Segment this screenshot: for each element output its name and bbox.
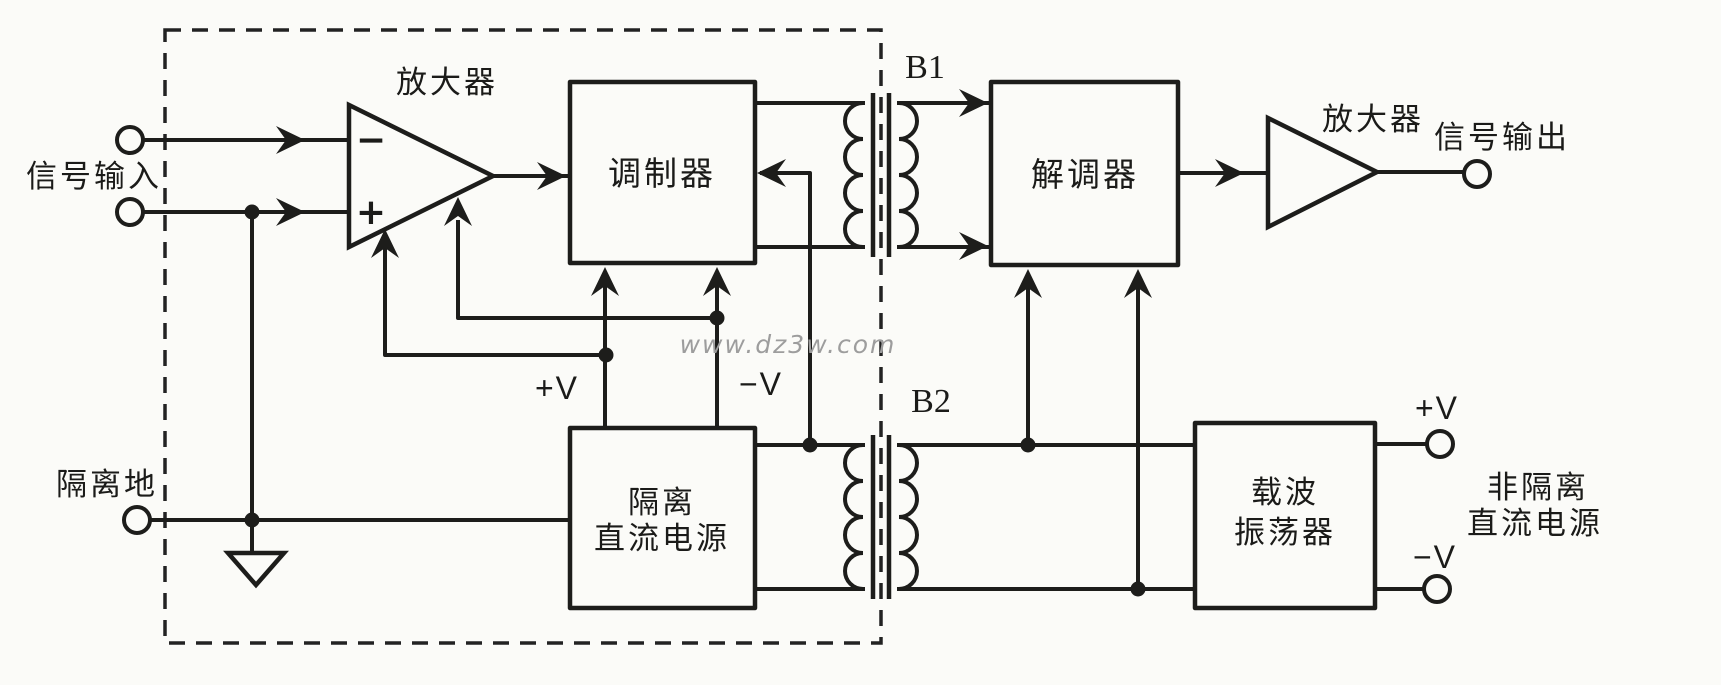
arrow-up-icon bbox=[1014, 269, 1042, 298]
arrow-up-icon bbox=[591, 267, 619, 296]
junction-dot bbox=[598, 347, 614, 363]
minus-v-terminal bbox=[1422, 574, 1452, 604]
supply-minus-v-label: −V bbox=[1413, 539, 1457, 575]
demodulator-box bbox=[988, 79, 1181, 268]
b1-primary-coil bbox=[843, 101, 864, 249]
wire-plus-v-to-amp bbox=[383, 248, 608, 357]
modulator-label: 调制器 bbox=[608, 155, 716, 192]
demodulator-label: 解调器 bbox=[1031, 156, 1139, 193]
arrow-up-icon bbox=[444, 197, 472, 226]
opamp-minus-sign: − bbox=[356, 120, 386, 161]
ground-terminal bbox=[122, 505, 152, 535]
arrow-up-icon bbox=[371, 229, 399, 258]
non-isolated-supply-label-line2: 直流电源 bbox=[1467, 506, 1603, 541]
isolated-plus-v-label: +V bbox=[535, 370, 579, 406]
arrow-up-icon bbox=[1124, 269, 1152, 298]
isolated-ground-label: 隔离地 bbox=[56, 467, 158, 502]
junction-dot bbox=[709, 310, 725, 326]
plus-v-terminal bbox=[1425, 429, 1455, 459]
wire-minus-v-to-amp bbox=[456, 220, 719, 320]
isolated-dc-supply-label-line2: 直流电源 bbox=[594, 521, 730, 556]
output-amplifier-triangle bbox=[1265, 114, 1383, 231]
input-terminal-bottom bbox=[115, 197, 145, 227]
non-isolated-supply-label-line1: 非隔离 bbox=[1487, 470, 1589, 505]
arrow-right-icon bbox=[537, 162, 566, 190]
arrow-right-icon bbox=[276, 198, 305, 226]
input-terminal-top bbox=[115, 125, 145, 155]
junction-dot bbox=[244, 512, 260, 528]
arrow-right-icon bbox=[959, 89, 988, 117]
arrow-up-icon bbox=[703, 267, 731, 296]
input-amplifier-triangle bbox=[346, 101, 499, 251]
carrier-oscillator-label-line1: 载波 bbox=[1251, 475, 1319, 510]
isolated-dc-supply-box bbox=[567, 425, 758, 611]
junction-dot bbox=[1020, 437, 1036, 453]
signal-output-label: 信号输出 bbox=[1434, 120, 1570, 155]
b1-secondary-coil bbox=[898, 101, 919, 249]
junction-dot bbox=[802, 437, 818, 453]
carrier-oscillator-label-line2: 振荡器 bbox=[1234, 515, 1336, 550]
isolated-minus-v-label: −V bbox=[739, 366, 783, 402]
isolation-boundary-dashed-box bbox=[163, 28, 883, 645]
isolated-dc-supply-label-line1: 隔离 bbox=[628, 485, 696, 520]
b2-right-coil bbox=[898, 443, 919, 591]
modulator-box bbox=[567, 79, 758, 266]
arrow-right-icon bbox=[1215, 159, 1244, 187]
signal-input-label: 信号输入 bbox=[26, 159, 162, 194]
watermark-text: www.dz3w.com bbox=[680, 330, 897, 359]
b2-left-coil bbox=[843, 443, 864, 591]
output-terminal bbox=[1462, 159, 1492, 189]
supply-plus-v-label: +V bbox=[1415, 390, 1459, 426]
ground-symbol-icon bbox=[223, 550, 289, 589]
input-amplifier-label: 放大器 bbox=[396, 65, 498, 100]
output-amplifier-label: 放大器 bbox=[1322, 102, 1424, 137]
arrow-right-icon bbox=[959, 232, 988, 260]
arrow-left-icon bbox=[757, 159, 786, 187]
junction-dot bbox=[1130, 581, 1146, 597]
transformer-b2-label: B2 bbox=[911, 383, 951, 420]
transformer-b1-label: B1 bbox=[905, 49, 945, 86]
junction-dot bbox=[244, 204, 260, 220]
wire-carrier-feedback-to-modulator bbox=[760, 171, 812, 447]
arrow-right-icon bbox=[276, 126, 305, 154]
opamp-plus-sign: + bbox=[356, 192, 386, 233]
carrier-oscillator-box bbox=[1192, 420, 1378, 611]
